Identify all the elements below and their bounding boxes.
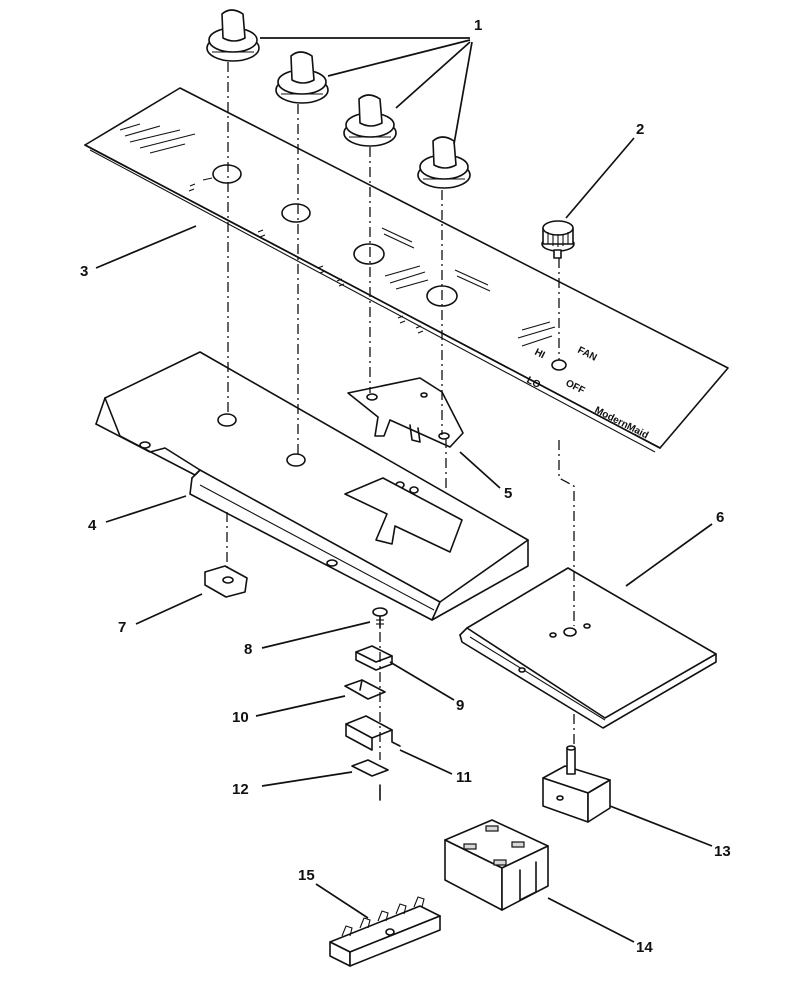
callout-9: 9 bbox=[456, 697, 464, 714]
nut-clip bbox=[204, 565, 248, 598]
fan-knob bbox=[541, 220, 575, 259]
knob-1 bbox=[206, 9, 260, 62]
knob-3 bbox=[343, 94, 397, 147]
clip-12 bbox=[351, 759, 389, 801]
panel-logo-right bbox=[517, 321, 556, 347]
bracket-11 bbox=[345, 715, 401, 751]
screw bbox=[372, 607, 388, 629]
callout-14: 14 bbox=[636, 939, 653, 956]
knob-2 bbox=[275, 51, 329, 104]
mounting-bracket bbox=[95, 351, 529, 621]
callout-3: 3 bbox=[80, 263, 88, 280]
callout-1: 1 bbox=[474, 17, 482, 34]
control-panel: LO OFF HI FAN ModernMaid bbox=[84, 87, 729, 453]
callout-10: 10 bbox=[232, 709, 249, 726]
callout-12: 12 bbox=[232, 781, 249, 798]
clip-10 bbox=[344, 679, 386, 700]
callout-4: 4 bbox=[88, 517, 97, 534]
terminal-strip bbox=[329, 896, 441, 967]
callout-15: 15 bbox=[298, 867, 315, 884]
callouts: 1 2 3 4 5 6 7 8 9 10 11 12 13 14 15 bbox=[80, 17, 731, 956]
mounting-plate bbox=[459, 567, 717, 729]
leader-lines bbox=[95, 37, 713, 943]
terminal-block bbox=[444, 819, 549, 911]
callout-6: 6 bbox=[716, 509, 724, 526]
callout-7: 7 bbox=[118, 619, 126, 636]
panel-logo-left bbox=[119, 123, 196, 154]
switch-bracket bbox=[347, 377, 464, 448]
callout-8: 8 bbox=[244, 641, 252, 658]
callout-13: 13 bbox=[714, 843, 731, 860]
switch-label-hi: HI bbox=[533, 347, 547, 361]
callout-11: 11 bbox=[456, 769, 472, 786]
panel-logo-mid bbox=[384, 265, 429, 290]
rotary-switch bbox=[542, 745, 611, 823]
clip-9 bbox=[355, 645, 393, 671]
assembly-centerlines bbox=[226, 62, 575, 760]
knob-4 bbox=[417, 136, 471, 189]
callout-5: 5 bbox=[504, 485, 512, 502]
callout-2: 2 bbox=[636, 121, 644, 138]
